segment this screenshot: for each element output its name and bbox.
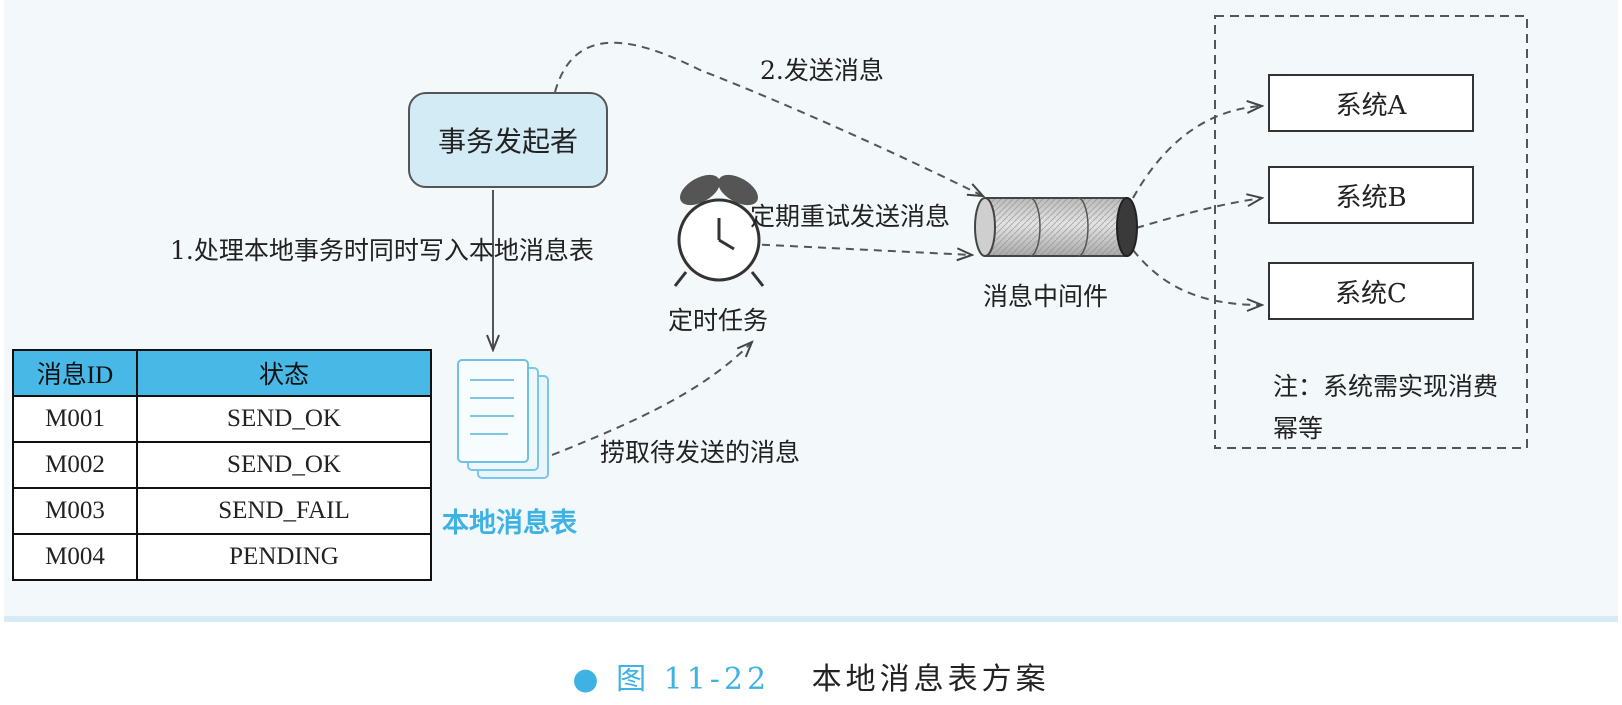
figure-caption: ● 图 11-22 本地消息表方案 [0,654,1622,698]
header-message-id: 消息ID [12,349,138,397]
systems-container [1214,15,1528,449]
status-cell: SEND_FAIL [136,487,432,535]
middleware-cylinder [974,197,1138,257]
system-a-node: 系统A [1268,74,1474,132]
system-c-node: 系统C [1268,262,1474,320]
message-table: 消息ID 状态 M001 SEND_OK M002 SEND_OK M003 S… [12,349,432,581]
fetch-arrow [551,342,752,456]
local-table-title: 本地消息表 [442,508,577,539]
fanout-arrow-b [1135,198,1262,229]
message-id-cell: M004 [12,533,138,581]
table-header-row: 消息ID 状态 [12,349,432,397]
transaction-initiator-node: 事务发起者 [408,92,608,188]
retry-arrow [747,243,972,255]
message-id-cell: M001 [12,395,138,443]
table-row: M002 SEND_OK [12,441,432,489]
retry-send-label: 定期重试发送消息 [750,202,951,231]
send-arrow [554,41,983,196]
message-id-cell: M003 [12,487,138,535]
alarm-clock-icon [673,174,765,287]
fetch-pending-label: 捞取待发送的消息 [600,438,801,467]
fanout-arrow-c [1132,249,1262,305]
status-cell: PENDING [136,533,432,581]
bullet-dot-icon: ● [572,662,603,697]
fanout-arrow-a [1132,106,1262,199]
timer-task-label: 定时任务 [668,306,769,335]
table-row: M001 SEND_OK [12,395,432,443]
middleware-label: 消息中间件 [983,282,1109,311]
figure-title: 本地消息表方案 [811,662,1050,697]
message-id-cell: M002 [12,441,138,489]
status-cell: SEND_OK [136,395,432,443]
table-row: M003 SEND_FAIL [12,487,432,535]
idempotency-note: 注：系统需实现消费幂等 [1273,372,1499,443]
send-message-label: 2.发送消息 [760,56,884,85]
header-status: 状态 [136,349,432,397]
table-row: M004 PENDING [12,533,432,581]
system-b-node: 系统B [1268,166,1474,224]
document-stack-icon [457,359,549,479]
figure-number: 图 11-22 [616,662,771,697]
local-transaction-label: 1.处理本地事务时同时写入本地消息表 [170,236,594,265]
status-cell: SEND_OK [136,441,432,489]
